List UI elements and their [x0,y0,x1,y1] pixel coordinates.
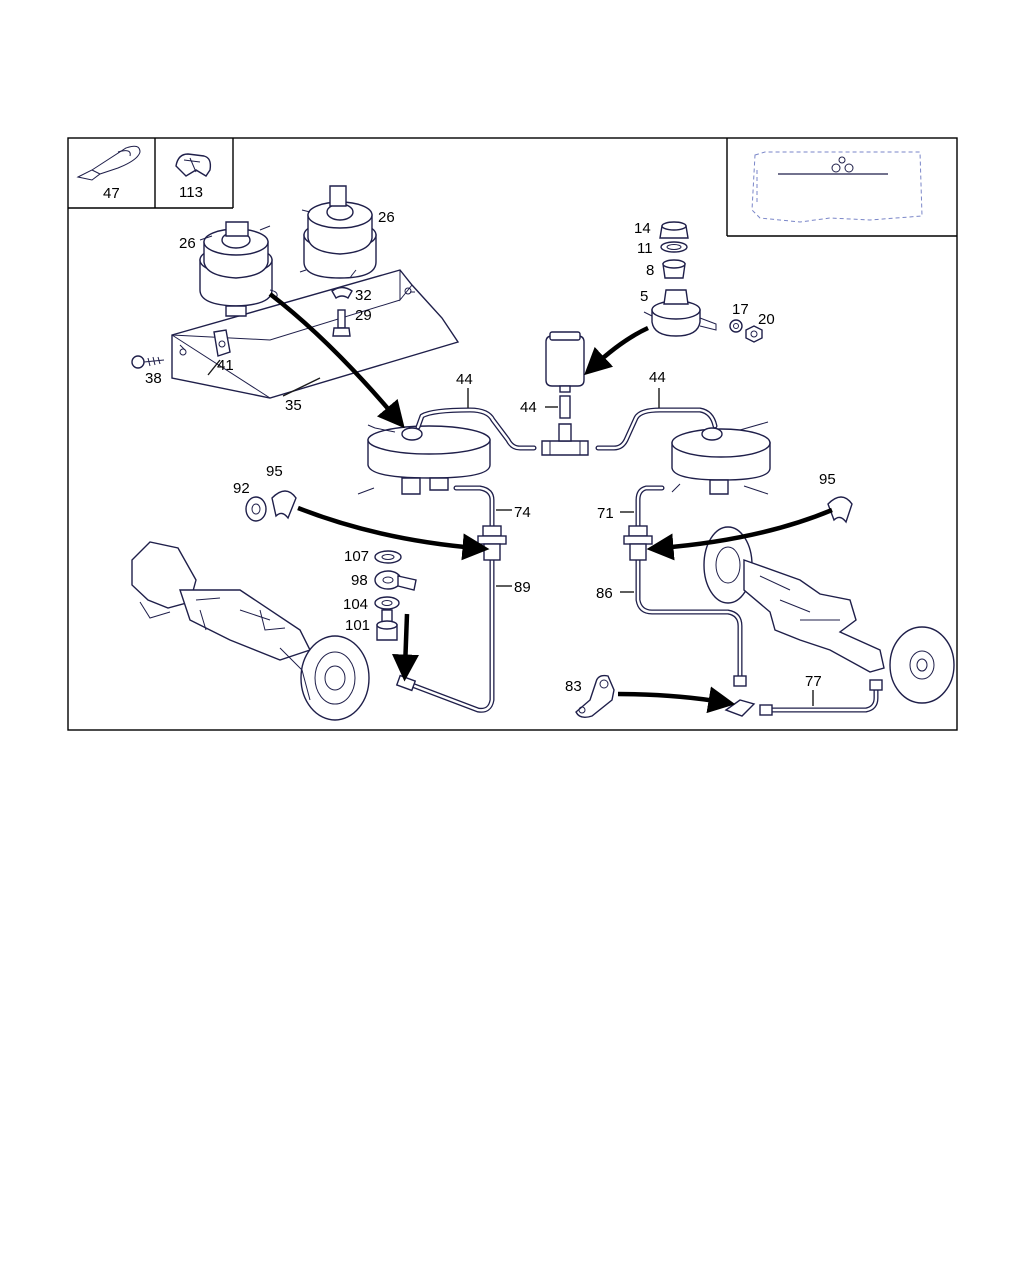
right-hose-fitting [623,525,747,687]
washer-104 [374,596,400,610]
screw-38 [131,355,165,369]
leader-lines [207,359,814,706]
callout-41: 41 [217,357,234,374]
callout-104: 104 [343,596,368,613]
nut-20 [745,325,763,343]
callout-29: 29 [355,307,372,324]
reservoir-26-right [299,185,377,279]
clip-95-right [827,496,853,524]
callout-77: 77 [805,673,822,690]
callout-44-left: 44 [456,371,473,388]
arrow-fittings-to-line [392,613,419,682]
callout-89: 89 [514,579,531,596]
t-connector [541,423,589,456]
callout-44-center: 44 [520,399,537,416]
bolt-29 [332,309,351,337]
callout-92: 92 [233,480,250,497]
washer-107 [374,550,402,564]
callout-71: 71 [597,505,614,522]
arrow-bracket-to-junction [617,686,736,714]
legend-label-47: 47 [103,185,120,202]
callout-8: 8 [646,262,654,279]
strainer-8 [662,259,686,279]
cap-14 [659,221,689,239]
arrow-reservoir-to-tank [268,292,405,429]
washer-32 [331,286,353,299]
callout-14: 14 [634,220,651,237]
legend-box [68,138,234,209]
cable-tie-icon [76,145,141,181]
callout-38: 38 [145,370,162,387]
brake-line-86 [635,557,743,683]
callout-74: 74 [514,504,531,521]
callout-17: 17 [732,301,749,318]
clip-95-left [271,490,297,520]
callout-86: 86 [596,585,613,602]
clip-icon [175,153,212,177]
grommet-92 [245,496,267,522]
brake-line-89 [409,557,495,713]
banjo-98 [374,570,417,591]
reservoir-26-left [199,221,278,317]
callout-11: 11 [637,240,653,257]
vehicle-location-inset [726,138,957,237]
callout-95-right: 95 [819,471,836,488]
legend-label-113: 113 [179,184,203,201]
callout-35: 35 [285,397,302,414]
nut-clip-41 [213,329,231,357]
hose-piece-44 [559,395,571,419]
callout-32: 32 [355,287,372,304]
callout-107: 107 [344,548,369,565]
callout-5: 5 [640,288,648,305]
banjo-bolt-101 [376,609,398,641]
callout-95-left: 95 [266,463,283,480]
seal-11 [660,241,688,253]
diagram-frame [67,137,958,731]
reservoir-center-left [357,424,491,495]
front-axle [131,541,370,721]
hose-44-right [595,407,718,451]
callout-26-right: 26 [378,209,395,226]
hose-44-left [415,407,537,451]
reservoir-center-right [671,421,771,495]
callout-20: 20 [758,311,775,328]
brake-line-74 [453,485,495,531]
callout-83: 83 [565,678,582,695]
brake-line-77 [759,679,883,716]
callout-98: 98 [351,572,368,589]
arrow-clip-to-fitting-right [646,507,833,561]
arrow-clip-to-fitting-left [297,505,490,561]
callout-101: 101 [345,617,370,634]
callout-26-left: 26 [179,235,196,252]
washer-17 [729,319,743,333]
callout-44-right: 44 [649,369,666,386]
rear-axle [703,526,955,704]
brake-line-71 [635,485,665,531]
junction-block [724,699,756,717]
arrow-reservoir5-to-bottle [584,325,649,376]
fluid-bottle [545,331,585,393]
bracket-83 [575,674,615,719]
reservoir-5 [643,289,717,337]
